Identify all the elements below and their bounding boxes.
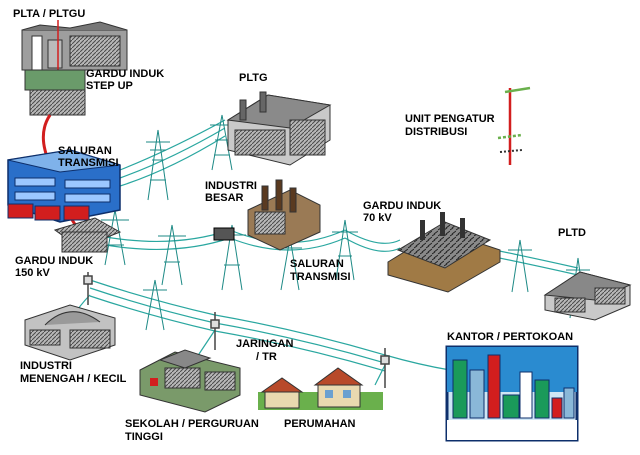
label-gardu-step-up-line2: STEP UP: [86, 80, 133, 92]
label-gardu-step-up-line1: GARDU INDUK: [86, 68, 165, 80]
label-unit-pengatur-line1: UNIT PENGATUR: [405, 113, 495, 125]
substation-70kv-icon: [387, 212, 501, 293]
step-up-substation-building-icon: [7, 149, 121, 223]
tower-4: [158, 224, 186, 286]
label-gardu-70kv-line2: 70 kV: [363, 212, 392, 224]
label-saluran-transmisi-mid-line1: SALURAN: [290, 258, 344, 270]
label-industri-menengah-line1: INDUSTRI: [20, 360, 72, 372]
diesel-plant-icon: [543, 271, 632, 321]
tower-2: [210, 114, 234, 171]
tower-3: [101, 209, 129, 266]
label-gardu-150kv-line1: GARDU INDUK: [15, 255, 94, 267]
transmission-lines: [71, 119, 579, 386]
distribution-poles: [83, 272, 390, 388]
label-pltg: PLTG: [239, 72, 268, 84]
label-jaringan-tr-line2: / TR: [256, 351, 277, 363]
housing-icon: [258, 367, 383, 410]
label-saluran-transmisi-top-line1: SALURAN: [58, 145, 112, 157]
tower-1: [146, 129, 170, 201]
office-district-icon: [445, 345, 579, 442]
label-unit-pengatur-line2: DISTRIBUSI: [405, 126, 468, 138]
label-saluran-transmisi-mid-line2: TRANSMISI: [290, 271, 351, 283]
label-gardu-150kv-line2: 150 kV: [15, 267, 50, 279]
gas-turbine-plant-icon: [226, 91, 332, 166]
label-perumahan: PERUMAHAN: [284, 418, 356, 430]
label-pltd: PLTD: [558, 227, 586, 239]
tower-7: [332, 219, 358, 281]
school-icon: [139, 349, 241, 413]
distribution-control-pole-icon: [497, 86, 531, 165]
label-industri-besar-line1: INDUSTRI: [205, 180, 257, 192]
label-industri-besar-line2: BESAR: [205, 192, 244, 204]
heavy-industry-icon: [213, 179, 321, 251]
label-industri-menengah-line2: MENENGAH / KECIL: [20, 373, 127, 385]
label-kantor-pertokoan: KANTOR / PERTOKOAN: [447, 331, 574, 343]
label-plta-pltgu: PLTA / PLTGU: [13, 8, 86, 20]
tower-10: [143, 279, 167, 331]
substation-150kv-icon: [53, 217, 122, 253]
label-saluran-transmisi-top-line2: TRANSMISI: [58, 157, 119, 169]
hydro-power-plant-icon: [21, 20, 128, 116]
label-sekolah-line1: SEKOLAH / PERGURUAN: [125, 418, 259, 430]
label-jaringan-tr-line1: JARINGAN: [236, 338, 294, 350]
label-gardu-70kv-line1: GARDU INDUK: [363, 200, 442, 212]
label-sekolah-line2: TINGGI: [125, 431, 163, 443]
medium-industry-icon: [24, 304, 116, 361]
tower-5: [218, 224, 246, 291]
tower-8: [508, 239, 532, 293]
